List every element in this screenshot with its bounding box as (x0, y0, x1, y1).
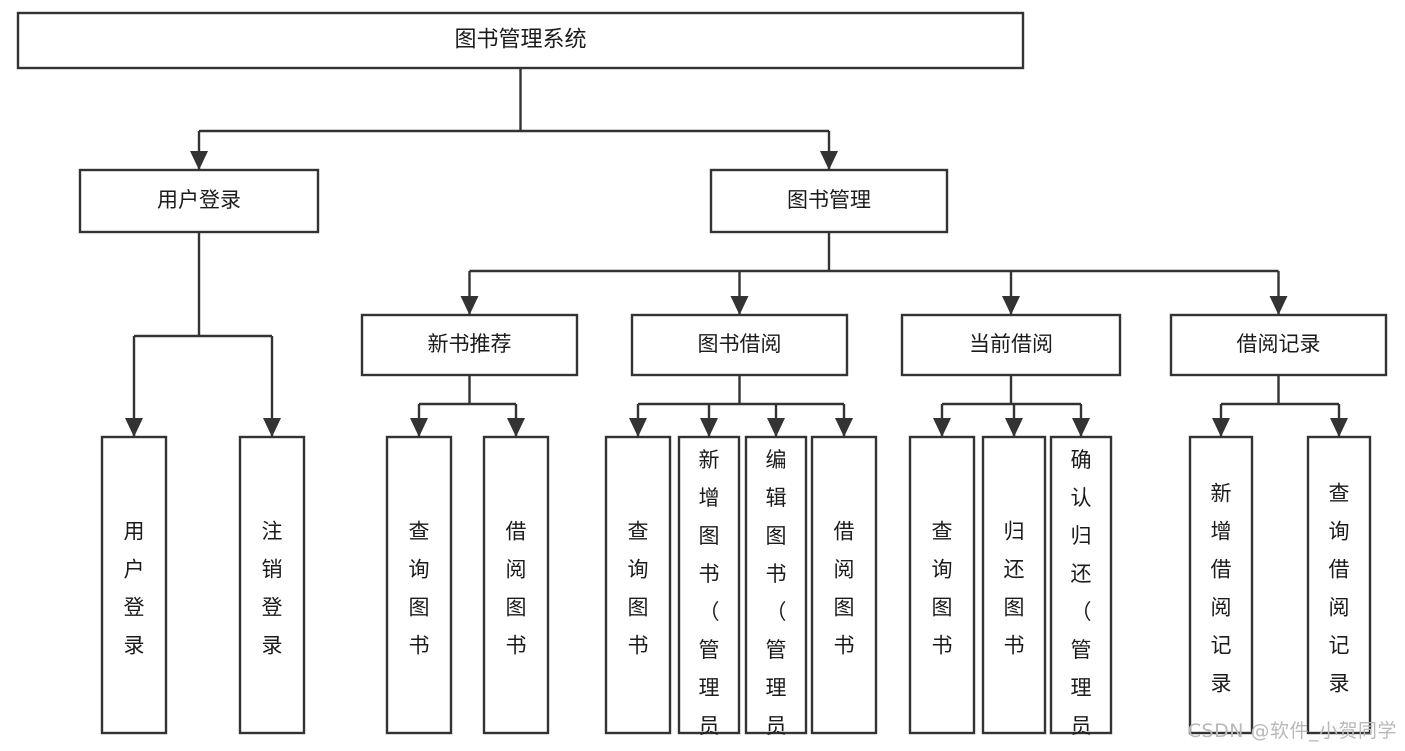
node-box (981, 435, 1047, 735)
watermark-label: CSDN @软件_小贺同学 (1187, 720, 1397, 742)
node-borrow-record[interactable]: 借阅记录 (1169, 313, 1388, 377)
arrowhead-icon (1330, 418, 1348, 437)
node-leaf-return-book[interactable]: 归还图书 (981, 435, 1047, 735)
arrowhead-icon (1269, 296, 1288, 315)
connector-layer (125, 68, 1348, 437)
node-layer: 图书管理系统用户登录图书管理新书推荐图书借阅当前借阅借阅记录用户登录注销登录查询… (16, 11, 1388, 747)
arrowhead-icon (767, 418, 785, 437)
node-leaf-add-record[interactable]: 新增借阅记录 (1188, 435, 1254, 735)
arrowhead-icon (1212, 418, 1230, 437)
arrowhead-icon (700, 418, 718, 437)
node-box (78, 168, 320, 234)
edge-group-new-book-rec (410, 375, 525, 437)
node-box (1306, 435, 1372, 735)
node-box (900, 313, 1122, 377)
node-box (744, 435, 808, 735)
edge-group-borrow-record (1212, 375, 1348, 437)
edge-group-user-login (125, 232, 281, 437)
node-label: 编辑图书（管理员） (766, 448, 787, 747)
arrowhead-icon (410, 418, 428, 437)
node-label: 用户登录 (124, 520, 145, 658)
arrowhead-icon (1072, 418, 1090, 437)
node-box (1188, 435, 1254, 735)
edge-group-root (190, 68, 838, 170)
arrowhead-icon (820, 151, 838, 170)
arrowhead-icon (190, 151, 208, 170)
node-leaf-add-book[interactable]: 新增图书（管理员） (677, 435, 741, 747)
node-label: 注销登录 (262, 520, 283, 658)
arrowhead-icon (1005, 418, 1023, 437)
node-box (16, 11, 1025, 70)
node-label: 借阅图书 (834, 520, 855, 658)
node-label: 查询图书 (628, 520, 649, 658)
node-leaf-edit-book[interactable]: 编辑图书（管理员） (744, 435, 808, 747)
arrowhead-icon (730, 296, 749, 315)
node-leaf-rec-borrow-book[interactable]: 借阅图书 (482, 435, 550, 735)
node-label: 借阅图书 (506, 520, 527, 658)
node-label: 新增借阅记录 (1211, 482, 1232, 696)
node-label: 新增图书（管理员） (699, 448, 720, 747)
node-root[interactable]: 图书管理系统 (16, 11, 1025, 70)
arrowhead-icon (933, 418, 951, 437)
edge-group-book-manage (460, 232, 1288, 315)
node-box (604, 435, 672, 735)
node-label: 归还图书 (1004, 520, 1025, 658)
edge-group-current-borrow (933, 375, 1090, 437)
node-box (810, 435, 878, 735)
node-label: 用户登录 (157, 188, 241, 212)
node-label: 借阅记录 (1237, 332, 1321, 356)
node-box (100, 435, 168, 735)
arrowhead-icon (629, 418, 647, 437)
node-box (1049, 435, 1113, 735)
node-leaf-query-record[interactable]: 查询借阅记录 (1306, 435, 1372, 735)
node-label: 确认归还（管理员） (1071, 448, 1092, 747)
node-box (908, 435, 976, 735)
edge-group-book-borrow (629, 375, 853, 437)
node-box (238, 435, 306, 735)
arrowhead-icon (460, 296, 479, 315)
node-label: 查询图书 (409, 520, 430, 658)
node-box (709, 168, 949, 234)
node-label: 当前借阅 (969, 332, 1053, 356)
node-box (1169, 313, 1388, 377)
node-label: 查询借阅记录 (1329, 482, 1350, 696)
node-leaf-confirm-return[interactable]: 确认归还（管理员） (1049, 435, 1113, 747)
node-label: 查询图书 (932, 520, 953, 658)
node-box (360, 313, 579, 377)
node-box (385, 435, 453, 735)
node-book-manage[interactable]: 图书管理 (709, 168, 949, 234)
node-leaf-borrow-book[interactable]: 借阅图书 (810, 435, 878, 735)
node-label: 图书借阅 (698, 332, 782, 356)
node-label: 图书管理系统 (454, 28, 586, 53)
arrowhead-icon (507, 418, 525, 437)
node-leaf-logout[interactable]: 注销登录 (238, 435, 306, 735)
node-leaf-rec-query-book[interactable]: 查询图书 (385, 435, 453, 735)
node-user-login[interactable]: 用户登录 (78, 168, 320, 234)
node-current-borrow[interactable]: 当前借阅 (900, 313, 1122, 377)
node-leaf-cur-query-book[interactable]: 查询图书 (908, 435, 976, 735)
node-leaf-user-login[interactable]: 用户登录 (100, 435, 168, 735)
node-book-borrow[interactable]: 图书借阅 (630, 313, 849, 377)
arrowhead-icon (835, 418, 853, 437)
node-new-book-rec[interactable]: 新书推荐 (360, 313, 579, 377)
arrowhead-icon (263, 418, 281, 437)
arrowhead-icon (125, 418, 143, 437)
node-box (482, 435, 550, 735)
node-label: 图书管理 (787, 188, 871, 212)
arrowhead-icon (1002, 296, 1020, 315)
node-label: 新书推荐 (428, 332, 512, 356)
node-leaf-borrow-query[interactable]: 查询图书 (604, 435, 672, 735)
node-box (630, 313, 849, 377)
node-box (677, 435, 741, 735)
